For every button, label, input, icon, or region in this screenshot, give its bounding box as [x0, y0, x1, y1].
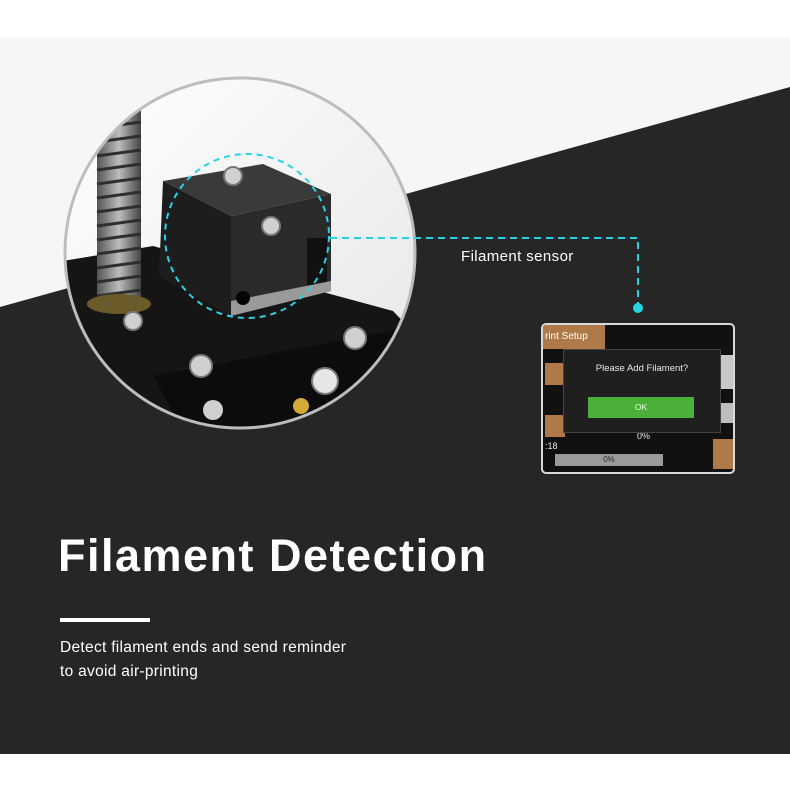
title-underline — [60, 618, 150, 622]
dialog-message: Please Add Filament? — [595, 363, 689, 374]
screen-progress-bar: 0% — [555, 454, 663, 466]
dialog-ok-button: OK — [588, 397, 694, 418]
screen-percent-readout: 0% — [637, 431, 651, 441]
screen-nozzle-icon — [545, 363, 565, 385]
screen-time-readout: :18 — [545, 441, 558, 451]
printer-screen-preview: rint Setup 0% :18 0% Please Add Filament… — [541, 323, 735, 474]
screen-speed-icon — [545, 415, 565, 437]
feature-description: Detect filament ends and send reminder t… — [60, 636, 480, 684]
print-setup-tab: rint Setup — [543, 325, 605, 349]
sensor-closeup-photo — [63, 76, 417, 430]
screen-side-control — [721, 403, 733, 423]
screen-next-arrow — [721, 355, 733, 389]
feature-title: Filament Detection — [58, 530, 488, 581]
description-line-1: Detect filament ends and send reminder — [60, 639, 347, 656]
screen-gear-icon — [713, 439, 733, 469]
description-line-2: to avoid air-printing — [60, 663, 199, 680]
add-filament-dialog: Please Add Filament? OK — [563, 349, 721, 433]
filament-sensor-label: Filament sensor — [461, 248, 574, 265]
